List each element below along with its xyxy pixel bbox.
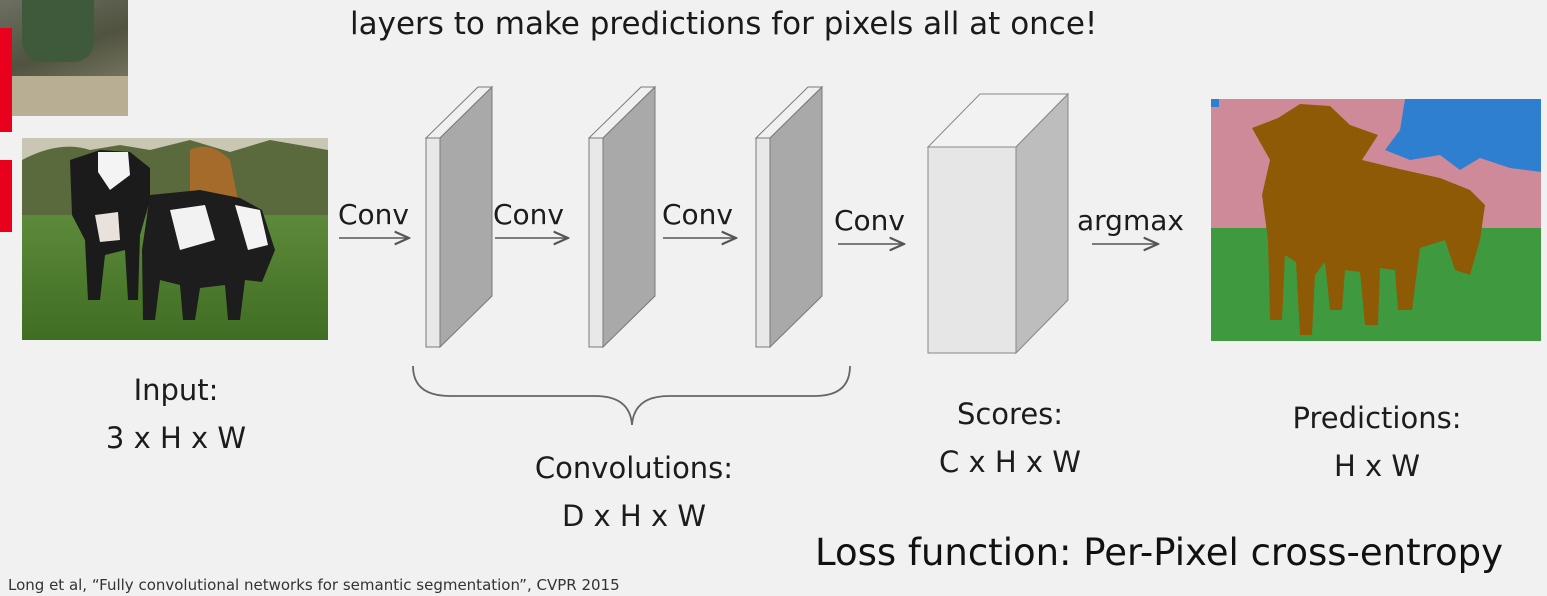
conv-layer-3 [754,85,824,349]
predictions-caption-title: Predictions: [1292,401,1462,435]
convolutions-caption-title: Convolutions: [534,451,734,485]
citation: Long et al, “Fully convolutional network… [8,576,620,594]
input-image [22,138,328,340]
conv-layer-1 [424,85,494,349]
convolutions-brace [412,365,851,426]
scores-caption-shape: C x H x W [939,445,1081,479]
step-label-argmax: argmax [1077,204,1184,237]
webcam-desk [0,76,128,116]
slide-title: layers to make predictions for pixels al… [350,6,1098,42]
conv-layer-2 [587,85,657,349]
webcam-presenter [22,0,94,62]
step-label-conv-4: Conv [834,204,905,237]
step-label-conv-3: Conv [662,198,733,231]
convolutions-caption: Convolutions: D x H x W [504,444,764,540]
predictions-caption: Predictions: H x W [1262,394,1492,490]
predictions-caption-shape: H x W [1333,449,1421,483]
step-label-conv-1: Conv [338,198,409,231]
input-caption: Input: 3 x H x W [66,366,286,462]
slide-side-marker-bottom [0,160,12,232]
webcam-thumbnail [0,0,128,116]
scores-caption: Scores: C x H x W [900,390,1120,486]
scores-caption-title: Scores: [956,397,1064,431]
step-label-conv-2: Conv [493,198,564,231]
slide-side-marker-top [0,28,12,132]
scores-volume [926,92,1070,355]
loss-function-text: Loss function: Per-Pixel cross-entropy [815,531,1504,574]
convolutions-caption-shape: D x H x W [561,499,706,533]
input-caption-shape: 3 x H x W [105,421,247,455]
input-caption-title: Input: [133,373,219,407]
prediction-map [1211,99,1541,341]
